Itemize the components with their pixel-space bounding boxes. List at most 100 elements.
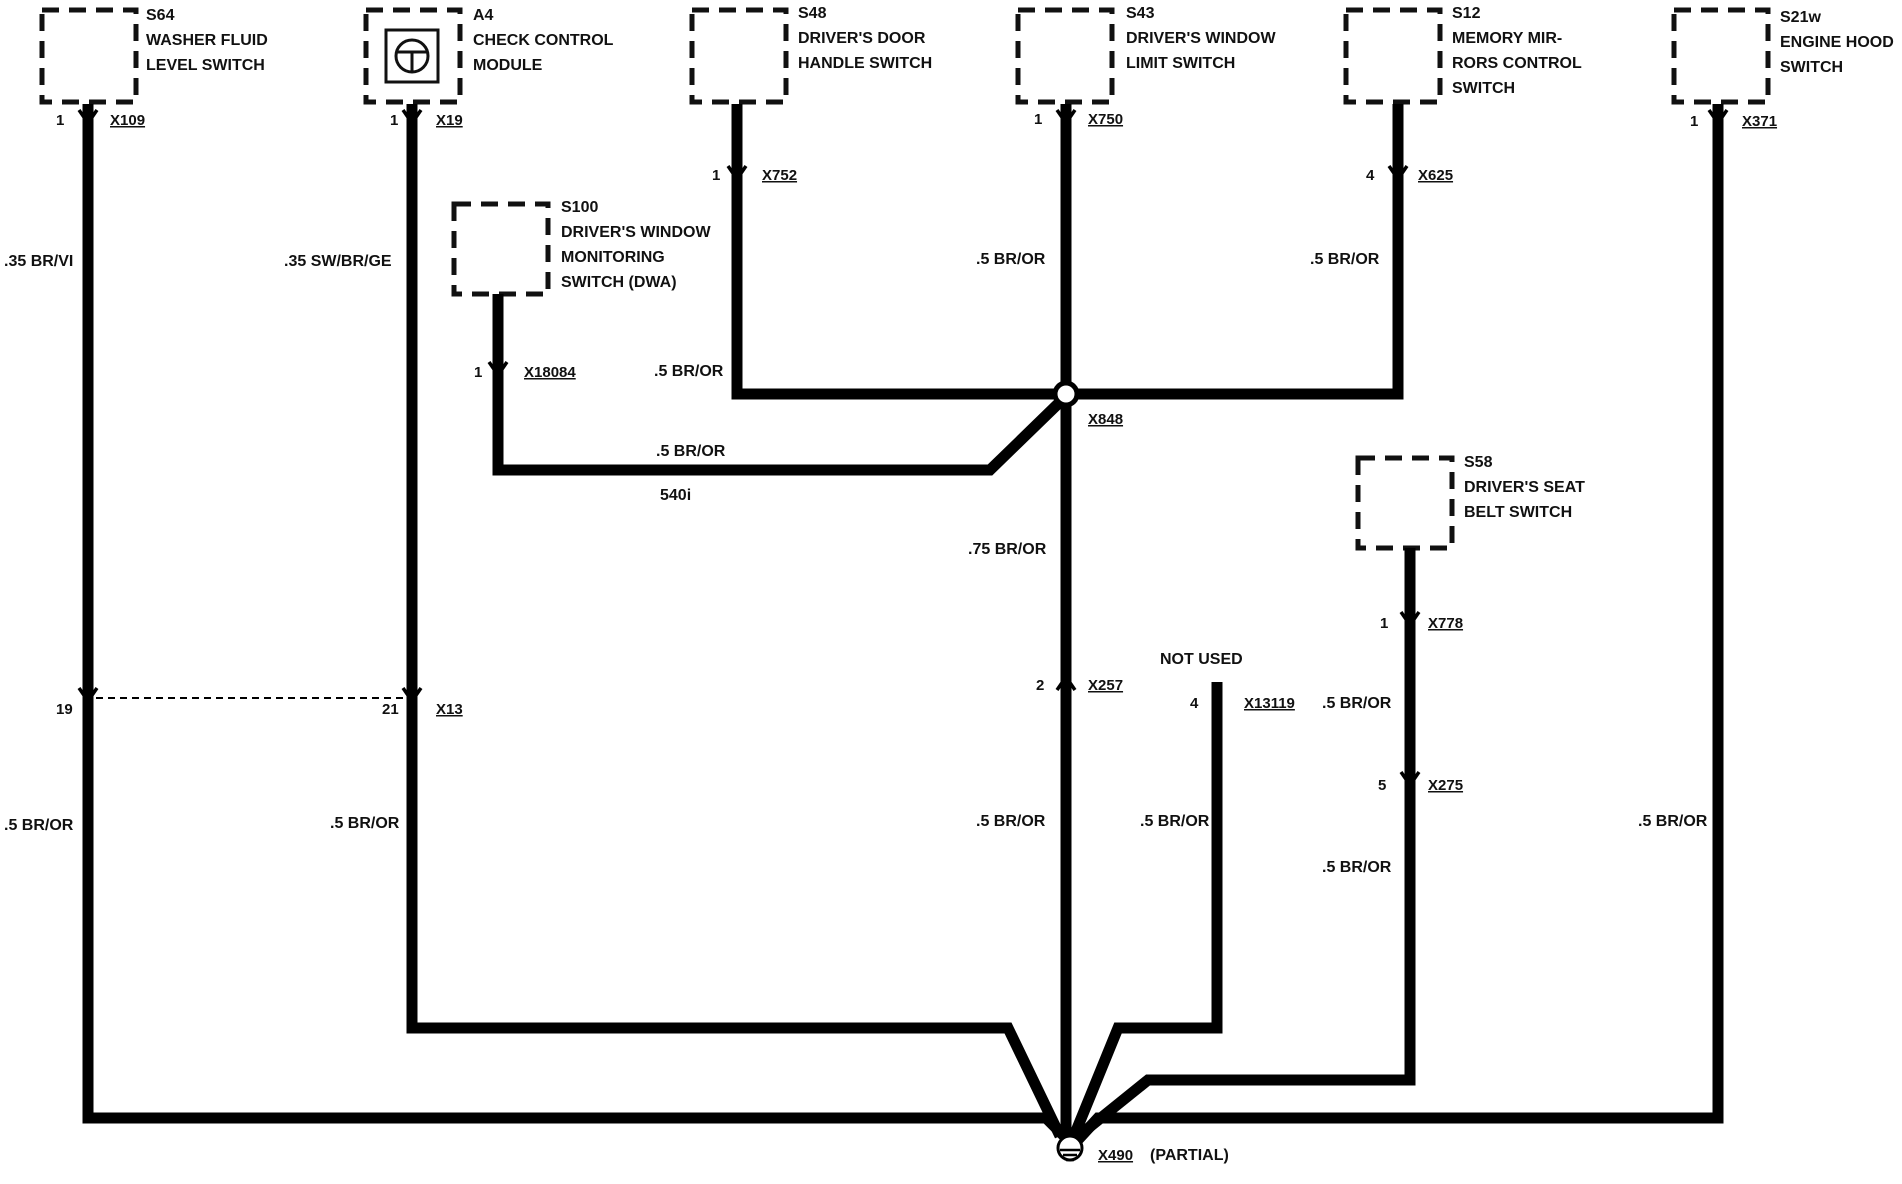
wire-x13119 [1068, 682, 1223, 1139]
pin-number: 4 [1190, 695, 1199, 712]
connector-labels: 1 X109 1 X19 1 X752 1 X750 4 X625 1 X371… [56, 111, 1777, 1164]
arrow-x371 [1707, 109, 1729, 127]
wire-labels: .35 BR/VI .35 SW/BR/GE .5 BR/OR .5 BR/OR… [4, 251, 1708, 876]
pin-number: 1 [390, 112, 398, 129]
component-name: LEVEL SWITCH [146, 57, 265, 74]
connector-label: X778 [1428, 615, 1463, 632]
connector-label: X275 [1428, 777, 1463, 794]
arrow-x625 [1387, 165, 1409, 183]
arrow-x18084 [487, 361, 509, 379]
wire-label: .5 BR/OR [1322, 859, 1392, 876]
component-box [363, 7, 463, 105]
pin-number: 1 [1690, 113, 1698, 130]
arrow-x750 [1055, 109, 1077, 127]
component-name: HANDLE SWITCH [798, 55, 932, 72]
pin-number: 1 [712, 167, 720, 184]
wire-label: .5 BR/OR [976, 813, 1046, 830]
component-box [451, 201, 551, 297]
wire-a4 [406, 104, 1065, 1139]
pin-number: 19 [56, 701, 73, 718]
pin-number: 1 [1380, 615, 1388, 632]
component-s43: S43 DRIVER'S WINDOW LIMIT SWITCH [1015, 5, 1276, 105]
pin-number: 21 [382, 701, 399, 718]
component-s58: S58 DRIVER'S SEAT BELT SWITCH [1355, 454, 1585, 551]
wire-s21w [1071, 104, 1724, 1146]
arrow-x752 [726, 165, 748, 183]
arrow-x275 [1399, 771, 1421, 789]
arrow-x778 [1399, 611, 1421, 629]
component-box [1671, 7, 1771, 105]
component-name: DRIVER'S DOOR [798, 30, 926, 47]
component-name: RORS CONTROL [1452, 55, 1582, 72]
component-name: BELT SWITCH [1464, 504, 1572, 521]
component-s12: S12 MEMORY MIR- RORS CONTROL SWITCH [1343, 5, 1582, 105]
component-name: MODULE [473, 57, 543, 74]
component-id: S58 [1464, 454, 1493, 471]
component-box [1015, 7, 1115, 105]
component-name: MONITORING [561, 249, 665, 266]
splice-x848 [1052, 380, 1080, 408]
wire-label: .5 BR/OR [654, 363, 724, 380]
pin-number: 4 [1366, 167, 1375, 184]
wire-label: .5 BR/OR [330, 815, 400, 832]
wire-label: 540i [660, 487, 691, 504]
wire-label: .35 BR/VI [4, 253, 73, 270]
connector-label: X18084 [524, 364, 576, 381]
arrow-x257 [1055, 673, 1077, 691]
component-name: DRIVER'S SEAT [1464, 479, 1585, 496]
connector-label: X371 [1742, 113, 1777, 130]
connector-arrows [77, 109, 1729, 789]
wire-s100 [492, 294, 1066, 476]
connector-label: X848 [1088, 411, 1123, 428]
component-id: S48 [798, 5, 827, 22]
wire-label: .5 BR/OR [4, 817, 74, 834]
component-name: LIMIT SWITCH [1126, 55, 1235, 72]
connector-label: X625 [1418, 167, 1453, 184]
wire-label: .5 BR/OR [656, 443, 726, 460]
wire-label: .5 BR/OR [1310, 251, 1380, 268]
component-id: S12 [1452, 5, 1481, 22]
component-name: SWITCH [1780, 59, 1843, 76]
steering-wheel-icon [394, 38, 430, 74]
component-name: MEMORY MIR- [1452, 30, 1562, 47]
wire-label: .5 BR/OR [976, 251, 1046, 268]
pin-number: 1 [474, 364, 482, 381]
ground-icon [1056, 1134, 1084, 1162]
component-name: DRIVER'S WINDOW [561, 224, 711, 241]
pin-number: 1 [56, 112, 64, 129]
component-s21w: S21w ENGINE HOOD SWITCH [1671, 7, 1894, 105]
component-id: S21w [1780, 9, 1821, 26]
component-box [39, 7, 139, 105]
component-name: SWITCH (DWA) [561, 274, 677, 291]
component-s64: S64 WASHER FLUID LEVEL SWITCH [39, 7, 268, 105]
arrow-x109 [77, 109, 99, 127]
wire-label: .5 BR/OR [1322, 695, 1392, 712]
wire-label: .5 BR/OR [1140, 813, 1210, 830]
not-used-note: NOT USED [1160, 651, 1243, 668]
component-id: A4 [473, 7, 494, 24]
connector-label: X752 [762, 167, 797, 184]
component-box [1343, 7, 1443, 105]
arrow-x13-21 [401, 687, 423, 705]
connector-label: X13119 [1244, 695, 1295, 712]
connector-label: X13 [436, 701, 463, 718]
wire-label: .75 BR/OR [968, 541, 1047, 558]
wire-s58 [1072, 548, 1416, 1143]
component-s100: S100 DRIVER'S WINDOW MONITORING SWITCH (… [451, 199, 711, 297]
wire-label: .5 BR/OR [1638, 813, 1708, 830]
component-name: DRIVER'S WINDOW [1126, 30, 1276, 47]
component-id: S100 [561, 199, 598, 216]
pin-number: 1 [1034, 111, 1042, 128]
partial-note: (PARTIAL) [1150, 1147, 1229, 1164]
wire-label: .35 SW/BR/GE [284, 253, 392, 270]
connector-label: X19 [436, 112, 463, 129]
component-box [1355, 455, 1455, 551]
component-name: ENGINE HOOD [1780, 34, 1894, 51]
component-id: S64 [146, 7, 175, 24]
component-s48: S48 DRIVER'S DOOR HANDLE SWITCH [689, 5, 932, 105]
connector-label: X109 [110, 112, 145, 129]
component-name: SWITCH [1452, 80, 1515, 97]
component-box [689, 7, 789, 105]
connector-label: X490 [1098, 1147, 1133, 1164]
arrow-x19 [401, 109, 423, 127]
